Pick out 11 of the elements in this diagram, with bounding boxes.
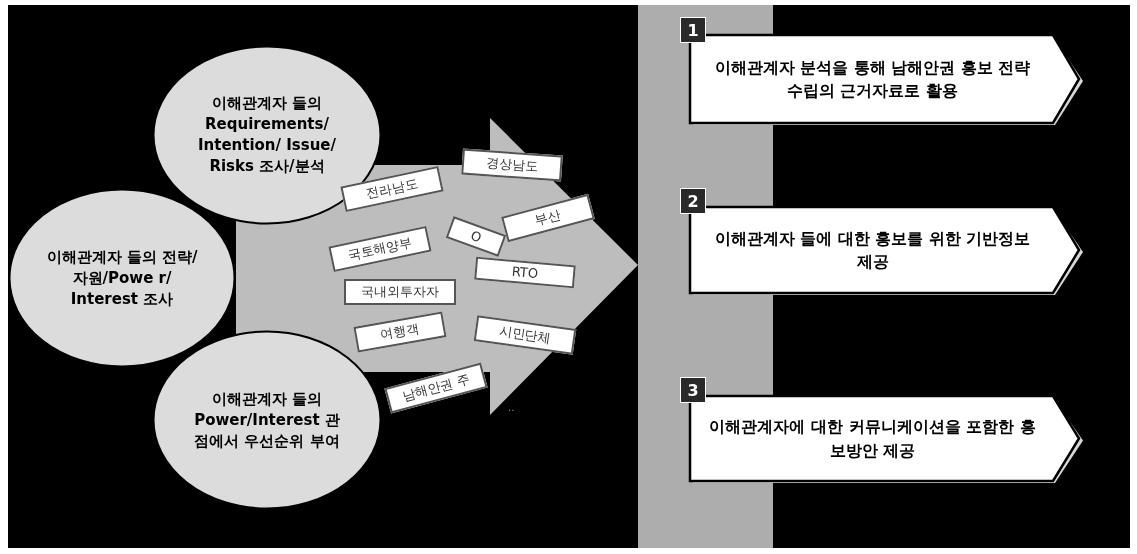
stakeholder-tag: 국내외투자자 bbox=[344, 279, 456, 305]
node-text: 이해관계자 들의 전략/자원/Powe r/ Interest 조사 bbox=[45, 246, 199, 310]
number-badge: 1 bbox=[680, 17, 706, 43]
step-text: 이해관계자 들에 대한 홍보를 위한 기반정보 제공 bbox=[713, 227, 1032, 273]
node-text: 이해관계자 들의 Power/Interest 관점에서 우선순위 부여 bbox=[193, 388, 341, 452]
step-text: 이해관계자에 대한 커뮤니케이션을 포함한 홍보방안 제공 bbox=[708, 416, 1037, 462]
number-badge: 2 bbox=[680, 188, 706, 214]
node-text: 이해관계자 들의 Requirements/ Intention/ Issue/ Risks 조사/분석 bbox=[196, 93, 337, 177]
step-text: 이해관계자 분석을 통해 남해안권 홍보 전략수립의 근거자료로 활용 bbox=[713, 56, 1032, 102]
number-badge: 3 bbox=[680, 377, 706, 403]
ellipsis-note: .. bbox=[508, 402, 515, 413]
